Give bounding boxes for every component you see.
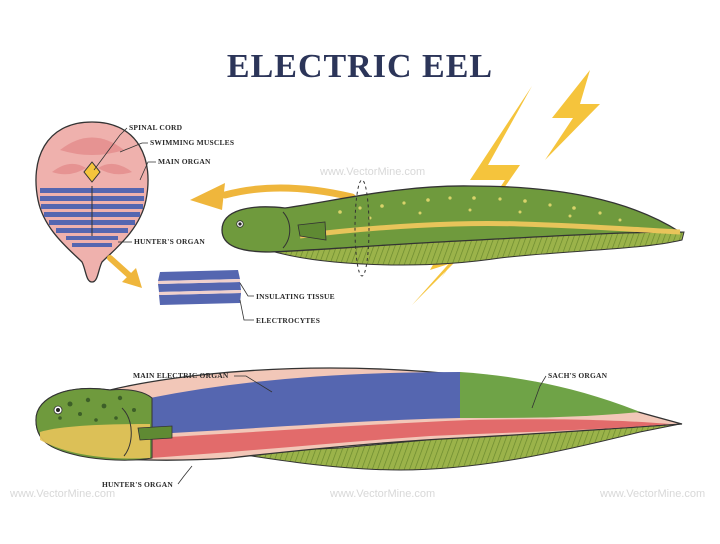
- watermark-text: www.VectorMine.com: [599, 488, 705, 500]
- eel-top: [221, 179, 685, 277]
- label-swimming-muscles: SWIMMING MUSCLES: [150, 138, 234, 147]
- watermark-text: www.VectorMine.com: [319, 166, 425, 178]
- arrow-icon: [190, 183, 356, 210]
- diagram-title: ELECTRIC EEL: [226, 48, 494, 85]
- label-main-electric-organ: MAIN ELECTRIC ORGAN: [133, 371, 229, 380]
- leader-lines-body: [177, 375, 547, 485]
- label-hunters-organ-body: HUNTER'S ORGAN: [102, 480, 173, 489]
- arrow-icon: [107, 255, 142, 288]
- label-insulating-tissue: INSULATING TISSUE: [256, 292, 335, 301]
- label-electrocytes: ELECTROCYTES: [256, 316, 320, 325]
- electrocytes-detail: [158, 270, 241, 305]
- leader-lines-cross-section: [93, 127, 156, 243]
- watermark-text: www.VectorMine.com: [9, 488, 115, 500]
- label-sachs-organ: SACH'S ORGAN: [548, 371, 608, 380]
- label-spinal-cord: SPINAL CORD: [129, 123, 183, 132]
- eel-bottom: [35, 367, 683, 471]
- cross-section: [35, 121, 149, 283]
- label-hunters-organ-cross: HUNTER'S ORGAN: [134, 237, 205, 246]
- lightning-bolt-icon: [545, 70, 600, 160]
- leader-lines-electrocytes: [239, 282, 254, 321]
- watermark-text: www.VectorMine.com: [329, 488, 435, 500]
- label-main-organ: MAIN ORGAN: [158, 157, 211, 166]
